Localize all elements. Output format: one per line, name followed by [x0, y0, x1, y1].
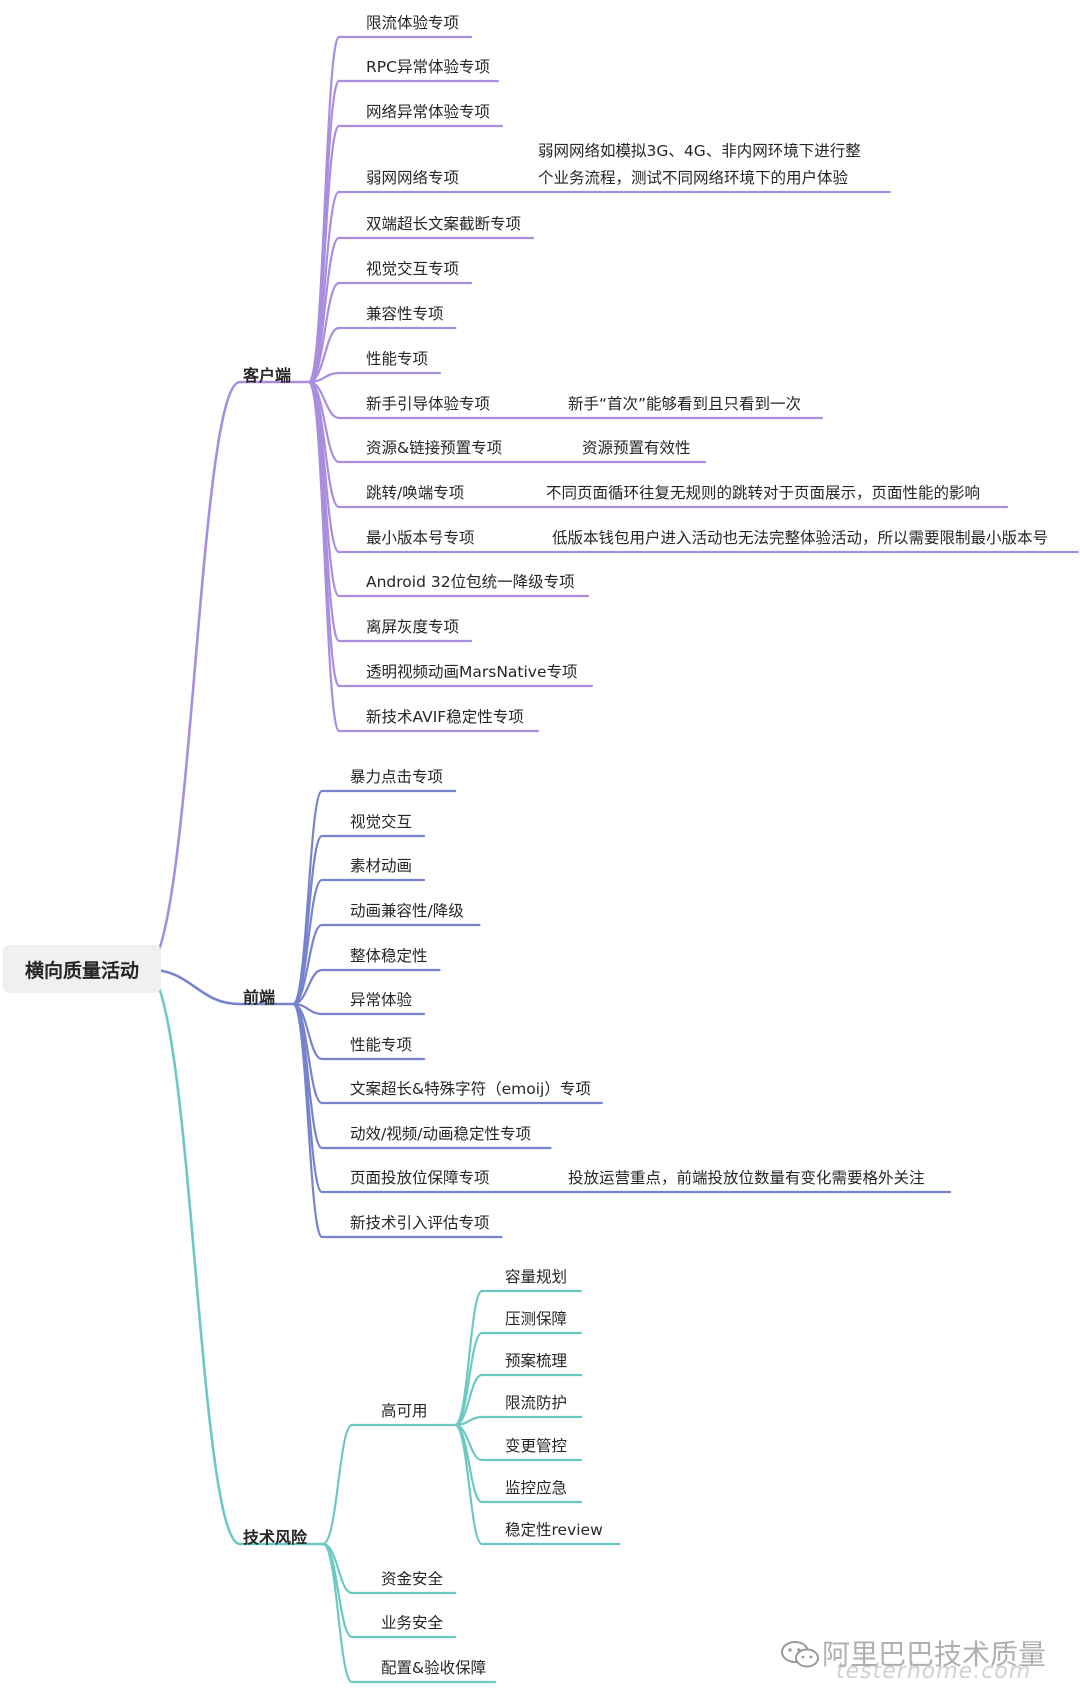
node-client-10[interactable]: 跳转/唤端专项 — [366, 484, 465, 502]
watermark: 阿里巴巴技术质量 testerhome.com — [780, 1625, 1075, 1685]
node-client-4[interactable]: 双端超长文案截断专项 — [366, 215, 522, 233]
node-frontend-10[interactable]: 新技术引入评估专项 — [350, 1214, 490, 1232]
child-connector-frontend-4 — [291, 968, 441, 1006]
node-frontend-9[interactable]: 页面投放位保障专项 — [350, 1169, 490, 1187]
node-client-7[interactable]: 性能专项 — [366, 350, 429, 368]
root-node[interactable]: 横向质量活动 — [3, 945, 161, 993]
node-client-11[interactable]: 最小版本号专项 — [366, 529, 475, 547]
note-frontend-9-0[interactable]: 投放运营重点，前端投放位数量有变化需要格外关注 — [568, 1169, 925, 1187]
node-frontend-0[interactable]: 暴力点击专项 — [350, 768, 444, 786]
child-connector-frontend-3 — [291, 923, 481, 1006]
child-connector-client-5 — [307, 281, 473, 384]
node-client-12[interactable]: Android 32位包统一降级专项 — [366, 573, 575, 591]
child-connector-client-13 — [307, 380, 473, 643]
node-risk-1[interactable]: 资金安全 — [381, 1570, 444, 1588]
child-connector-risk-3 — [321, 1542, 497, 1684]
leaf-connector-risk-0-3 — [453, 1415, 583, 1427]
node-risk-0[interactable]: 高可用 — [381, 1402, 428, 1420]
node-client-15[interactable]: 新技术AVIF稳定性专项 — [366, 708, 524, 726]
watermark-text: 阿里巴巴技术质量 — [822, 1638, 1047, 1671]
node-client-0[interactable]: 限流体验专项 — [366, 14, 460, 32]
leaf-connector-risk-0-6 — [453, 1423, 621, 1546]
leaf-connector-risk-0-1 — [453, 1331, 583, 1427]
node-frontend-7[interactable]: 文案超长&特殊字符（emoij）专项 — [350, 1080, 591, 1098]
node-frontend-8[interactable]: 动效/视频/动画稳定性专项 — [350, 1125, 531, 1143]
leaf-risk-0-5[interactable]: 监控应急 — [505, 1479, 568, 1497]
child-connector-client-6 — [307, 326, 457, 384]
leaf-risk-0-4[interactable]: 变更管控 — [505, 1437, 568, 1455]
node-frontend-5[interactable]: 异常体验 — [350, 991, 413, 1009]
leaf-risk-0-2[interactable]: 预案梳理 — [505, 1352, 568, 1370]
node-client-14[interactable]: 透明视频动画MarsNative专项 — [366, 663, 578, 681]
child-connector-frontend-2 — [291, 878, 426, 1006]
note-client-8-0[interactable]: 新手“首次”能够看到且只看到一次 — [568, 395, 802, 413]
leaf-connector-risk-0-2 — [453, 1373, 583, 1427]
node-risk-2[interactable]: 业务安全 — [381, 1614, 444, 1632]
branch-connector-risk — [143, 967, 242, 1546]
node-frontend-6[interactable]: 性能专项 — [350, 1036, 413, 1054]
note-client-9-0[interactable]: 资源预置有效性 — [582, 439, 691, 457]
note-client-3-1[interactable]: 个业务流程，测试不同网络环境下的用户体验 — [538, 169, 849, 187]
leaf-risk-0-3[interactable]: 限流防护 — [505, 1394, 568, 1412]
branch-label-client[interactable]: 客户端 — [243, 366, 292, 385]
child-connector-frontend-10 — [291, 1002, 503, 1239]
note-client-3-0[interactable]: 弱网网络如模拟3G、4G、非内网环境下进行整 — [538, 142, 861, 160]
child-connector-client-15 — [307, 380, 540, 733]
branch-label-risk[interactable]: 技术风险 — [243, 1528, 308, 1547]
node-client-9[interactable]: 资源&链接预置专项 — [366, 439, 503, 457]
node-client-6[interactable]: 兼容性专项 — [366, 305, 444, 323]
leaf-risk-0-1[interactable]: 压测保障 — [505, 1310, 568, 1328]
node-frontend-2[interactable]: 素材动画 — [350, 857, 413, 875]
wechat-icon — [781, 1641, 819, 1668]
node-frontend-4[interactable]: 整体稳定性 — [350, 947, 428, 965]
node-client-2[interactable]: 网络异常体验专项 — [366, 103, 491, 121]
node-client-1[interactable]: RPC异常体验专项 — [366, 58, 490, 76]
branch-connector-client — [143, 380, 242, 971]
node-frontend-3[interactable]: 动画兼容性/降级 — [350, 902, 464, 920]
node-risk-3[interactable]: 配置&验收保障 — [381, 1659, 487, 1677]
node-frontend-1[interactable]: 视觉交互 — [350, 813, 413, 831]
branch-label-frontend[interactable]: 前端 — [243, 988, 276, 1007]
node-client-5[interactable]: 视觉交互专项 — [366, 260, 460, 278]
note-client-10-0[interactable]: 不同页面循环往复无规则的跳转对于页面展示，页面性能的影响 — [546, 484, 981, 502]
child-connector-risk-0 — [321, 1423, 457, 1546]
child-connector-client-2 — [307, 124, 504, 384]
child-connector-client-7 — [307, 371, 442, 384]
watermark-sub: testerhome.com — [836, 1659, 1032, 1684]
note-client-11-0[interactable]: 低版本钱包用户进入活动也无法完整体验活动，所以需要限制最小版本号 — [552, 529, 1049, 547]
leaf-risk-0-0[interactable]: 容量规划 — [505, 1268, 568, 1286]
node-client-13[interactable]: 离屏灰度专项 — [366, 618, 460, 636]
leaf-risk-0-6[interactable]: 稳定性review — [505, 1521, 603, 1539]
node-client-3[interactable]: 弱网网络专项 — [366, 169, 460, 187]
node-client-8[interactable]: 新手引导体验专项 — [366, 395, 491, 413]
